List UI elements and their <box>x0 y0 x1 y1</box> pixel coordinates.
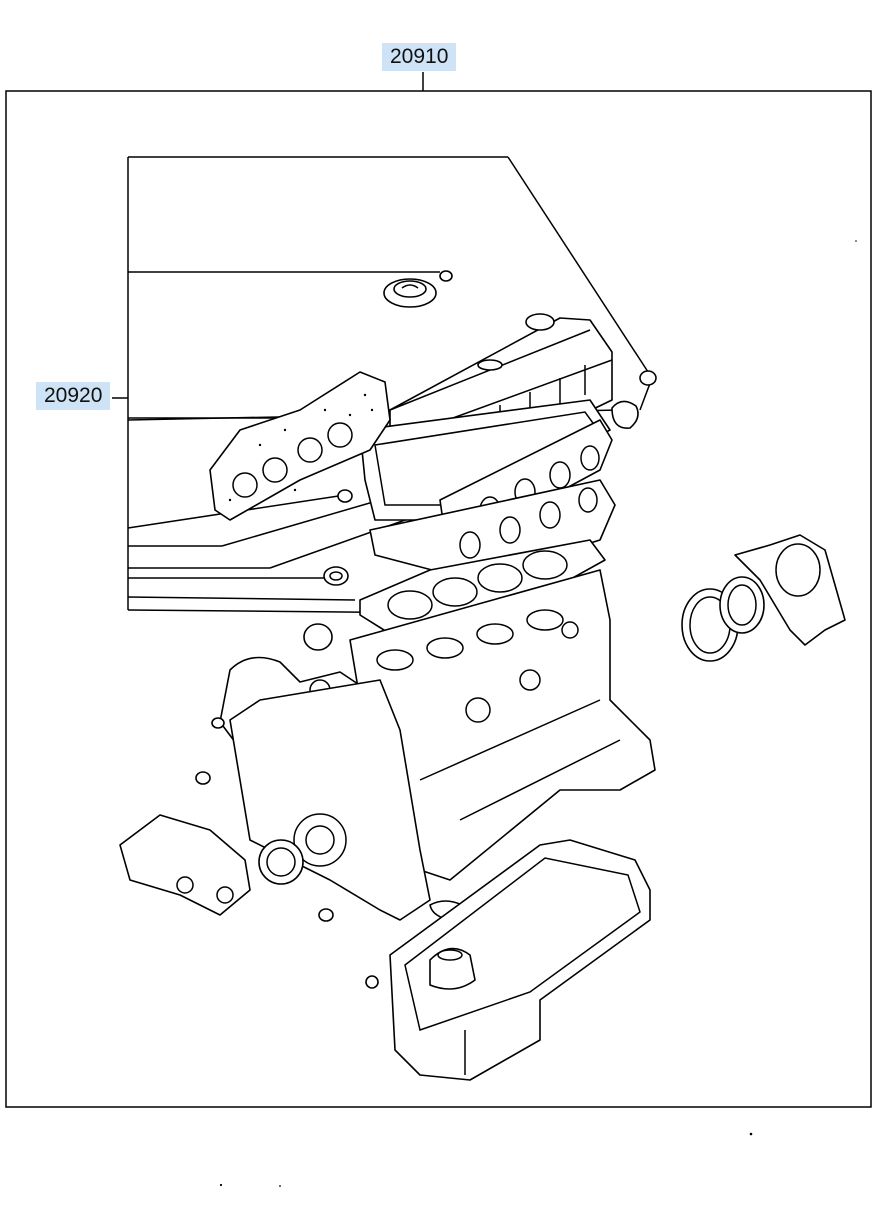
small-nut <box>337 489 353 503</box>
cam-seal <box>323 566 349 586</box>
cap-washer <box>439 270 453 282</box>
engine-block <box>349 569 656 881</box>
thermostat-housing <box>119 814 251 916</box>
exhaust-manifold-gasket <box>209 371 391 521</box>
timing-cover-gasket <box>229 679 431 921</box>
rear-main-seal <box>681 576 765 662</box>
front-oil-seal <box>258 839 304 885</box>
oil-filler-cap <box>383 278 437 308</box>
part-number-label-20920[interactable]: 20920 <box>36 382 111 410</box>
diagram-frame <box>5 90 872 1108</box>
scan-specks <box>219 240 857 1187</box>
intake-manifold-gasket-2 <box>369 479 616 581</box>
grommet-right <box>639 370 657 386</box>
rear-seal-retainer-gasket <box>734 534 846 646</box>
oil-pan <box>389 839 651 1081</box>
plug-seal <box>611 400 639 429</box>
part-number-label-20910[interactable]: 20910 <box>382 43 457 71</box>
